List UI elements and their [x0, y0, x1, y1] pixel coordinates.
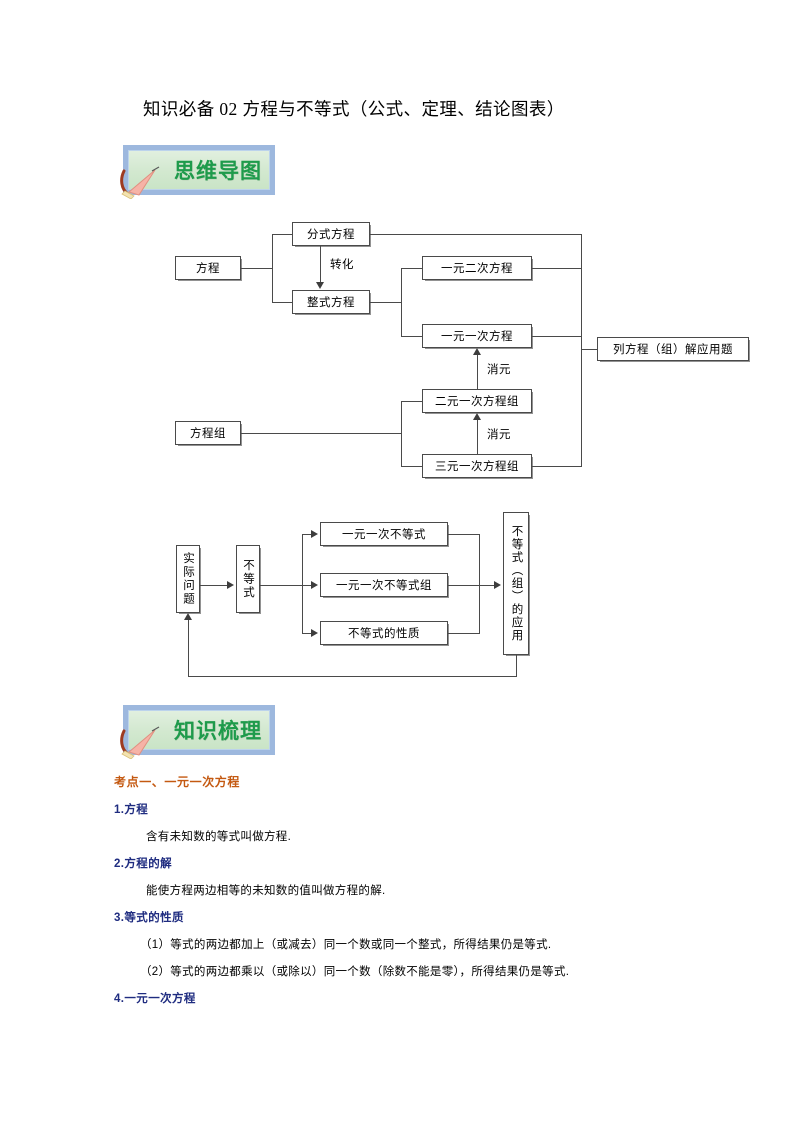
edge-three-system-right	[532, 466, 582, 467]
item-body-3-line-2: （2）等式的两边都乘以（或除以）同一个数（除数不能是零），所得结果仍是等式.	[140, 966, 570, 978]
edge-inequality-split	[302, 534, 303, 633]
edge-to-inequality-properties	[302, 633, 311, 634]
node-quadratic-one-unknown: 一元二次方程	[422, 256, 532, 280]
edge-linear-inequality-right	[448, 534, 480, 535]
item-heading-4: 4.一元一次方程	[114, 993, 196, 1005]
badge-label: 知识梳理	[174, 719, 262, 743]
edge-linear-one-right	[532, 336, 582, 337]
edge-eliminate-1-arrowhead	[473, 348, 481, 355]
edge-equation-split	[272, 234, 273, 302]
node-integral-equation: 整式方程	[292, 290, 370, 314]
edge-to-three-system	[401, 466, 422, 467]
edge-eliminate-2-line	[477, 420, 478, 454]
edge-integral-split	[401, 268, 402, 336]
edge-to-fractional	[272, 234, 292, 235]
edge-eliminate-1-line	[477, 355, 478, 389]
node-inequality-properties: 不等式的性质	[320, 621, 448, 645]
node-linear-one-unknown: 一元一次方程	[422, 324, 532, 348]
edge-problem-to-inequality	[200, 585, 227, 586]
item-body-2-line-1: 能使方程两边相等的未知数的值叫做方程的解.	[146, 885, 386, 897]
edge-integral-stem	[370, 302, 402, 303]
edge-to-linear-one	[401, 336, 422, 337]
node-linear-two-unknown-system: 二元一次方程组	[422, 389, 532, 413]
edge-inequality-stem	[260, 585, 303, 586]
edge-to-linear-inequality-arrowhead	[311, 530, 318, 538]
edge-equation-stem	[241, 268, 273, 269]
node-real-problem: 实际问题	[176, 545, 200, 613]
edge-label-eliminate-2: 消元	[487, 429, 511, 441]
edge-merge-to-application	[479, 585, 494, 586]
node-linear-three-unknown-system: 三元一次方程组	[422, 454, 532, 478]
node-equation-system: 方程组	[175, 421, 241, 445]
edge-collector-to-word-problems	[581, 349, 598, 350]
node-inequality-application: 不等式（组）的应用	[503, 512, 529, 655]
edge-feedback-bottom	[188, 676, 517, 677]
edge-transform-arrowhead	[316, 282, 324, 289]
edge-to-linear-inequality	[302, 534, 311, 535]
item-body-3-line-1: （1）等式的两边都加上（或减去）同一个数或同一个整式，所得结果仍是等式.	[140, 939, 552, 951]
edge-merge-to-application-arrowhead	[494, 581, 501, 589]
edge-inequality-properties-right	[448, 633, 480, 634]
edge-feedback-arrowhead	[184, 613, 192, 620]
edge-collector-bar	[581, 234, 582, 466]
edge-label-transform: 转化	[330, 259, 354, 271]
node-linear-inequality-system: 一元一次不等式组	[320, 573, 448, 597]
node-fractional-equation: 分式方程	[292, 222, 370, 246]
edge-to-linear-inequality-system	[302, 585, 311, 586]
node-inequality: 不等式	[236, 545, 260, 613]
section-badge-knowledge: 知识梳理	[120, 705, 275, 759]
edge-merge-bar	[479, 534, 480, 633]
edge-problem-to-inequality-arrowhead	[227, 581, 234, 589]
edge-linear-inequality-system-right	[448, 585, 480, 586]
node-word-problems: 列方程（组）解应用题	[597, 337, 749, 361]
edge-to-two-system	[401, 401, 422, 402]
node-linear-inequality: 一元一次不等式	[320, 522, 448, 546]
item-heading-1: 1.方程	[114, 804, 149, 816]
node-equation: 方程	[175, 256, 241, 280]
edge-quadratic-right	[532, 268, 582, 269]
edge-to-integral	[272, 302, 292, 303]
edge-to-quadratic	[401, 268, 422, 269]
item-body-1-line-1: 含有未知数的等式叫做方程.	[146, 831, 292, 843]
edge-fractional-right	[370, 234, 582, 235]
edge-feedback-down	[516, 655, 517, 677]
edge-to-linear-inequality-system-arrowhead	[311, 581, 318, 589]
badge-label: 思维导图	[174, 159, 262, 183]
keypoint-heading-1: 考点一、一元一次方程	[114, 775, 241, 789]
edge-system-stem	[241, 433, 401, 434]
edge-system-split	[401, 401, 402, 466]
item-heading-3: 3.等式的性质	[114, 912, 184, 924]
edge-label-eliminate-1: 消元	[487, 364, 511, 376]
edge-eliminate-2-arrowhead	[473, 413, 481, 420]
edge-feedback-up	[188, 620, 189, 677]
edge-to-inequality-properties-arrowhead	[311, 629, 318, 637]
item-heading-2: 2.方程的解	[114, 858, 172, 870]
edge-transform-line	[320, 246, 321, 282]
page-title: 知识必备 02 方程与不等式（公式、定理、结论图表）	[143, 99, 565, 119]
